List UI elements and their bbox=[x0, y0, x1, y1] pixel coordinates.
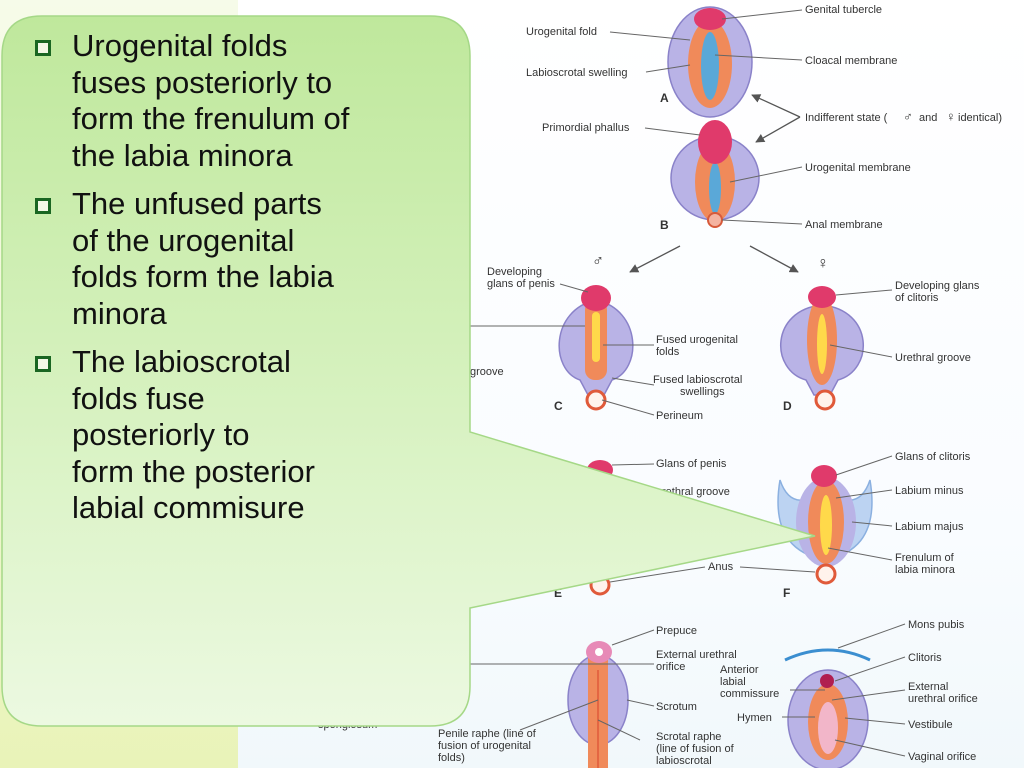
bullet-text: Urogenital folds fuses posteriorly to fo… bbox=[72, 28, 350, 173]
label-scrotal-raphe-2: (line of fusion of bbox=[656, 743, 735, 755]
label-indifferent-female: ♀ bbox=[946, 109, 956, 124]
bullet-item: The unfused parts of the urogenital fold… bbox=[30, 186, 450, 332]
label-fused-urogenital-2: folds bbox=[656, 346, 680, 358]
label-scrotal-raphe-1: Scrotal raphe bbox=[656, 731, 721, 743]
diagram-labels: Genital tubercle Urogenital fold Cloacal… bbox=[318, 4, 1002, 767]
letter-d: D bbox=[783, 399, 792, 413]
male-symbol: ♂ bbox=[592, 253, 604, 270]
figure-b bbox=[670, 120, 760, 228]
figure-c bbox=[558, 285, 634, 411]
label-indifferent-suffix: identical) bbox=[958, 112, 1002, 124]
label-scrotum: Scrotum bbox=[656, 701, 697, 713]
label-groove-fragment: groove bbox=[470, 366, 504, 378]
label-mons-pubis: Mons pubis bbox=[908, 619, 965, 631]
label-anal-membrane: Anal membrane bbox=[805, 219, 883, 231]
label-labium-minus: Labium minus bbox=[895, 485, 964, 497]
letter-a: A bbox=[660, 91, 669, 105]
label-urogenital-membrane: Urogenital membrane bbox=[805, 162, 911, 174]
leader-lines bbox=[470, 9, 906, 757]
label-external-urethral-orifice-1: External urethral bbox=[656, 649, 737, 661]
figure-d bbox=[779, 286, 865, 411]
label-external-urethral-orifice-f-1: External bbox=[908, 681, 948, 693]
label-primordial-phallus: Primordial phallus bbox=[542, 122, 630, 134]
label-developing-glans-penis-2: glans of penis bbox=[487, 278, 555, 290]
figure-a bbox=[667, 6, 753, 118]
label-urethral-groove-d: Urethral groove bbox=[895, 352, 971, 364]
label-anterior-labial-3: commissure bbox=[720, 688, 779, 700]
label-perineum: Perineum bbox=[656, 410, 703, 422]
label-urogenital-fold: Urogenital fold bbox=[526, 26, 597, 38]
label-external-urethral-orifice-2: orifice bbox=[656, 661, 685, 673]
label-external-urethral-orifice-f-2: urethral orifice bbox=[908, 693, 978, 705]
bullet-text: The unfused parts of the urogenital fold… bbox=[72, 186, 334, 331]
label-glans-of-penis: Glans of penis bbox=[656, 458, 727, 470]
bullet-list: Urogenital folds fuses posteriorly to fo… bbox=[30, 28, 450, 539]
label-anterior-labial-1: Anterior bbox=[720, 664, 759, 676]
flow-arrows bbox=[629, 94, 801, 273]
label-vestibule: Vestibule bbox=[908, 719, 953, 731]
label-fused-labioscrotal-2: swellings bbox=[680, 386, 725, 398]
letter-b: B bbox=[660, 218, 669, 232]
letter-c: C bbox=[554, 399, 563, 413]
label-penile-raphe-2: fusion of urogenital bbox=[438, 740, 531, 752]
label-labium-majus: Labium majus bbox=[895, 521, 964, 533]
bullet-square-icon bbox=[35, 198, 51, 214]
label-indifferent-prefix: Indifferent state ( bbox=[805, 112, 888, 124]
figure-f bbox=[777, 465, 873, 585]
label-indifferent-and: and bbox=[919, 112, 937, 124]
label-developing-glans-penis-1: Developing bbox=[487, 266, 542, 278]
label-frenulum-1: Frenulum of bbox=[895, 552, 955, 564]
label-anus: Anus bbox=[708, 561, 734, 573]
label-hymen: Hymen bbox=[737, 712, 772, 724]
bullet-item: The labioscrotal folds fuse posteriorly … bbox=[30, 344, 450, 527]
label-fused-labioscrotal-1: Fused labioscrotal bbox=[653, 374, 742, 386]
label-indifferent-male: ♂ bbox=[903, 109, 913, 124]
letter-e: E bbox=[554, 586, 562, 600]
label-genital-tubercle: Genital tubercle bbox=[805, 4, 882, 16]
label-frenulum-2: labia minora bbox=[895, 564, 956, 576]
label-cloacal-membrane: Cloacal membrane bbox=[805, 55, 897, 67]
label-clitoris: Clitoris bbox=[908, 652, 942, 664]
label-anterior-labial-2: labial bbox=[720, 676, 746, 688]
label-developing-glans-clitoris-1: Developing glans bbox=[895, 280, 980, 292]
label-developing-glans-clitoris-2: of clitoris bbox=[895, 292, 939, 304]
bullet-text: The labioscrotal folds fuse posteriorly … bbox=[72, 344, 315, 525]
label-penile-raphe-1: Penile raphe (line of bbox=[438, 728, 537, 740]
label-vaginal-orifice: Vaginal orifice bbox=[908, 751, 976, 763]
bullet-item: Urogenital folds fuses posteriorly to fo… bbox=[30, 28, 450, 174]
label-scrotal-raphe-3: labioscrotal bbox=[656, 755, 712, 767]
bullet-square-icon bbox=[35, 356, 51, 372]
label-prepuce: Prepuce bbox=[656, 625, 697, 637]
label-penile-raphe-3: folds) bbox=[438, 752, 465, 764]
bullet-square-icon bbox=[35, 40, 51, 56]
label-labioscrotal-swelling: Labioscrotal swelling bbox=[526, 67, 628, 79]
label-glans-of-clitoris: Glans of clitoris bbox=[895, 451, 971, 463]
female-symbol: ♀ bbox=[817, 255, 829, 272]
label-fused-urogenital-1: Fused urogenital bbox=[656, 334, 738, 346]
letter-f: F bbox=[783, 586, 790, 600]
